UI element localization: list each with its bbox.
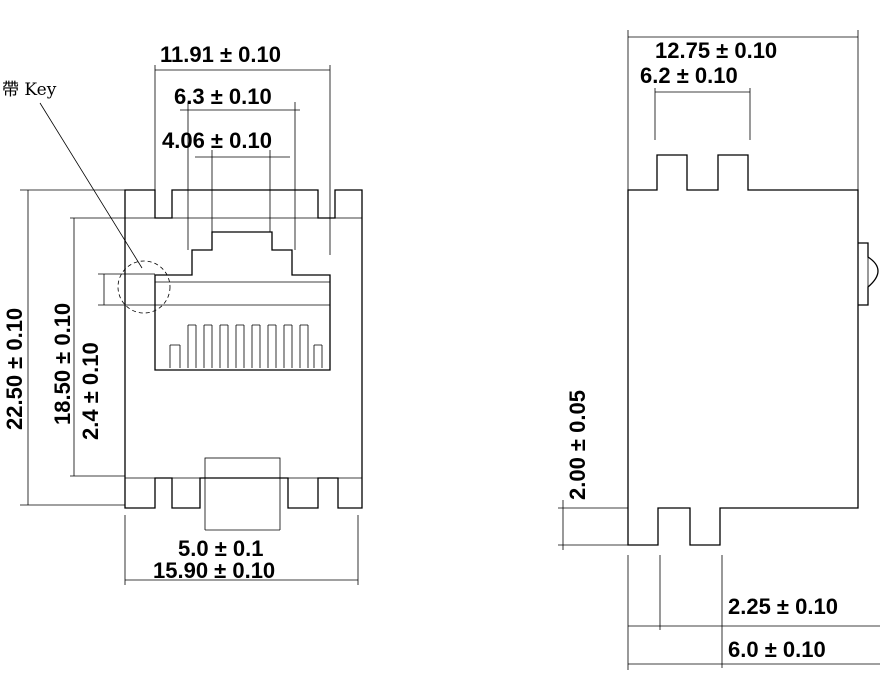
dim-2-00: 2.00 ± 0.05 bbox=[565, 390, 590, 500]
dim-6-0: 6.0 ± 0.10 bbox=[728, 637, 826, 662]
dim-6-2: 6.2 ± 0.10 bbox=[640, 63, 738, 88]
jack-opening bbox=[154, 231, 331, 371]
dim-4-06: 4.06 ± 0.10 bbox=[162, 128, 272, 153]
dim-2-25: 2.25 ± 0.10 bbox=[728, 594, 838, 619]
key-circle bbox=[117, 260, 171, 314]
dim-12-75: 12.75 ± 0.10 bbox=[655, 38, 777, 63]
dim-15-90: 15.90 ± 0.10 bbox=[153, 558, 275, 583]
dim-6-3: 6.3 ± 0.10 bbox=[174, 84, 272, 109]
dim-22-50: 22.50 ± 0.10 bbox=[2, 308, 27, 430]
key-label: 帶 Key bbox=[2, 80, 57, 100]
front-view: 帶 Key 11.91 ± 0.10 6.3 ± 0.10 4.06 ± 0.1… bbox=[2, 42, 363, 585]
dim-2-4: 2.4 ± 0.10 bbox=[78, 342, 103, 440]
contact-pins bbox=[169, 324, 323, 368]
side-view: 12.75 ± 0.10 6.2 ± 0.10 2.00 ± 0.05 2.25… bbox=[558, 30, 880, 670]
dim-5-0: 5.0 ± 0.1 bbox=[178, 536, 263, 561]
side-body-outline bbox=[627, 154, 859, 546]
dim-11-91: 11.91 ± 0.10 bbox=[160, 42, 281, 67]
dim-18-50: 18.50 ± 0.10 bbox=[50, 303, 75, 425]
front-body-outline bbox=[124, 189, 363, 509]
